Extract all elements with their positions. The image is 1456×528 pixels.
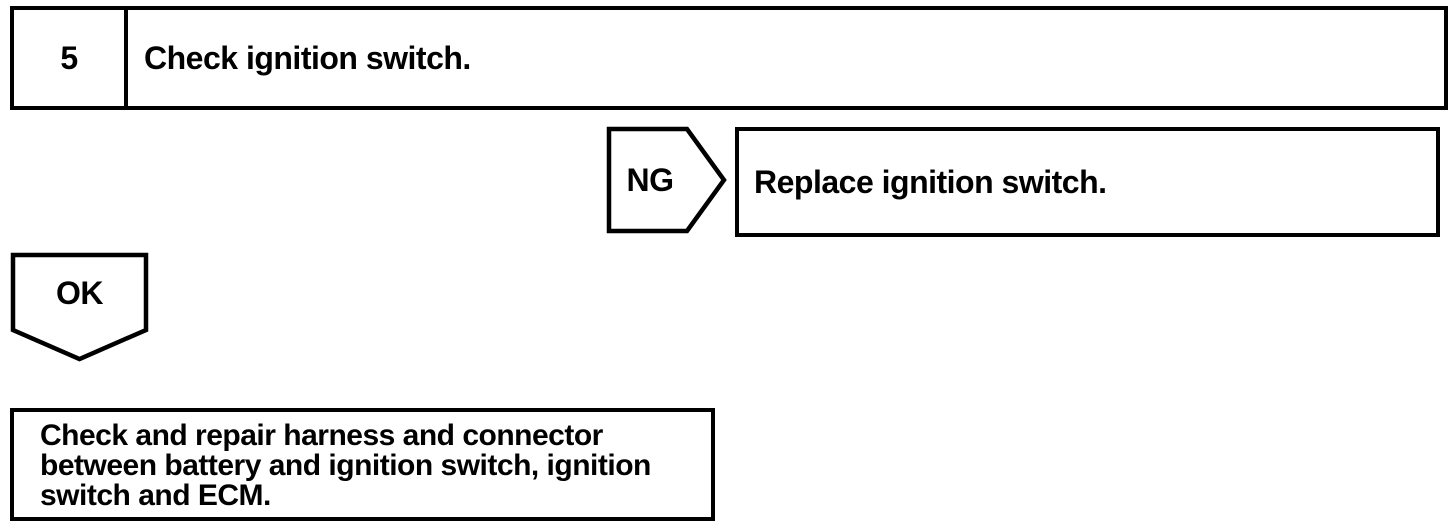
ok-action-box: Check and repair harness and connector b… [10,408,715,521]
ok-connector-shape [10,252,149,362]
ok-label: OK [56,274,104,311]
ng-action-box: Replace ignition switch. [735,127,1440,237]
step-title: Check ignition switch. [144,39,471,76]
ng-pentagon-icon [606,126,727,234]
ok-action-line-3: switch and ECM. [40,479,271,512]
ng-action-text: Replace ignition switch. [754,163,1107,200]
step-number-cell: 5 [14,10,128,106]
ok-action-line-2: between battery and ignition switch, ign… [40,449,651,482]
ng-label: NG [626,161,675,198]
ng-connector-shape [606,126,727,234]
step-number: 5 [60,39,78,76]
step-box: 5 Check ignition switch. [10,6,1448,110]
step-title-cell: Check ignition switch. [128,10,1444,106]
ok-action-line-1: Check and repair harness and connector [40,419,603,452]
ok-label-wrap: OK [10,252,149,334]
ng-label-wrap: NG [606,126,694,234]
ok-pentagon-icon [10,252,149,362]
